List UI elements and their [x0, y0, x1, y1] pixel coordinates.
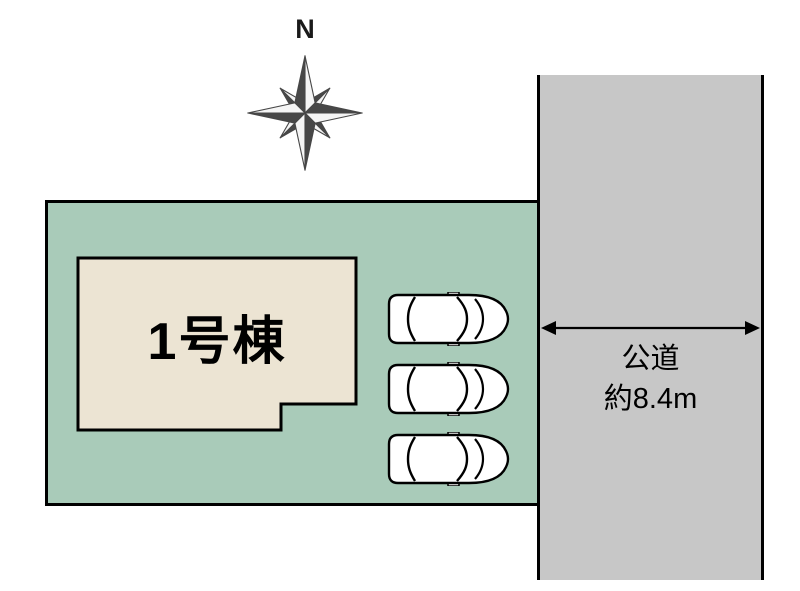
road-width-label: 約8.4m [603, 383, 698, 416]
car-icon [387, 292, 510, 346]
parking-stack [385, 292, 511, 486]
car-icon [387, 362, 510, 416]
plot-area: 1号棟 [45, 200, 540, 506]
road-label-group: 公道 約8.4m [540, 339, 761, 419]
compass-rose-icon [247, 55, 363, 171]
building-label: 1号棟 [147, 313, 287, 371]
building-outline [76, 256, 358, 432]
car-icon [387, 432, 510, 486]
road-name-label: 公道 [621, 343, 680, 375]
road-area: 公道 約8.4m [537, 75, 764, 580]
road-width-arrow-icon [541, 321, 760, 335]
north-label: N [295, 14, 315, 44]
